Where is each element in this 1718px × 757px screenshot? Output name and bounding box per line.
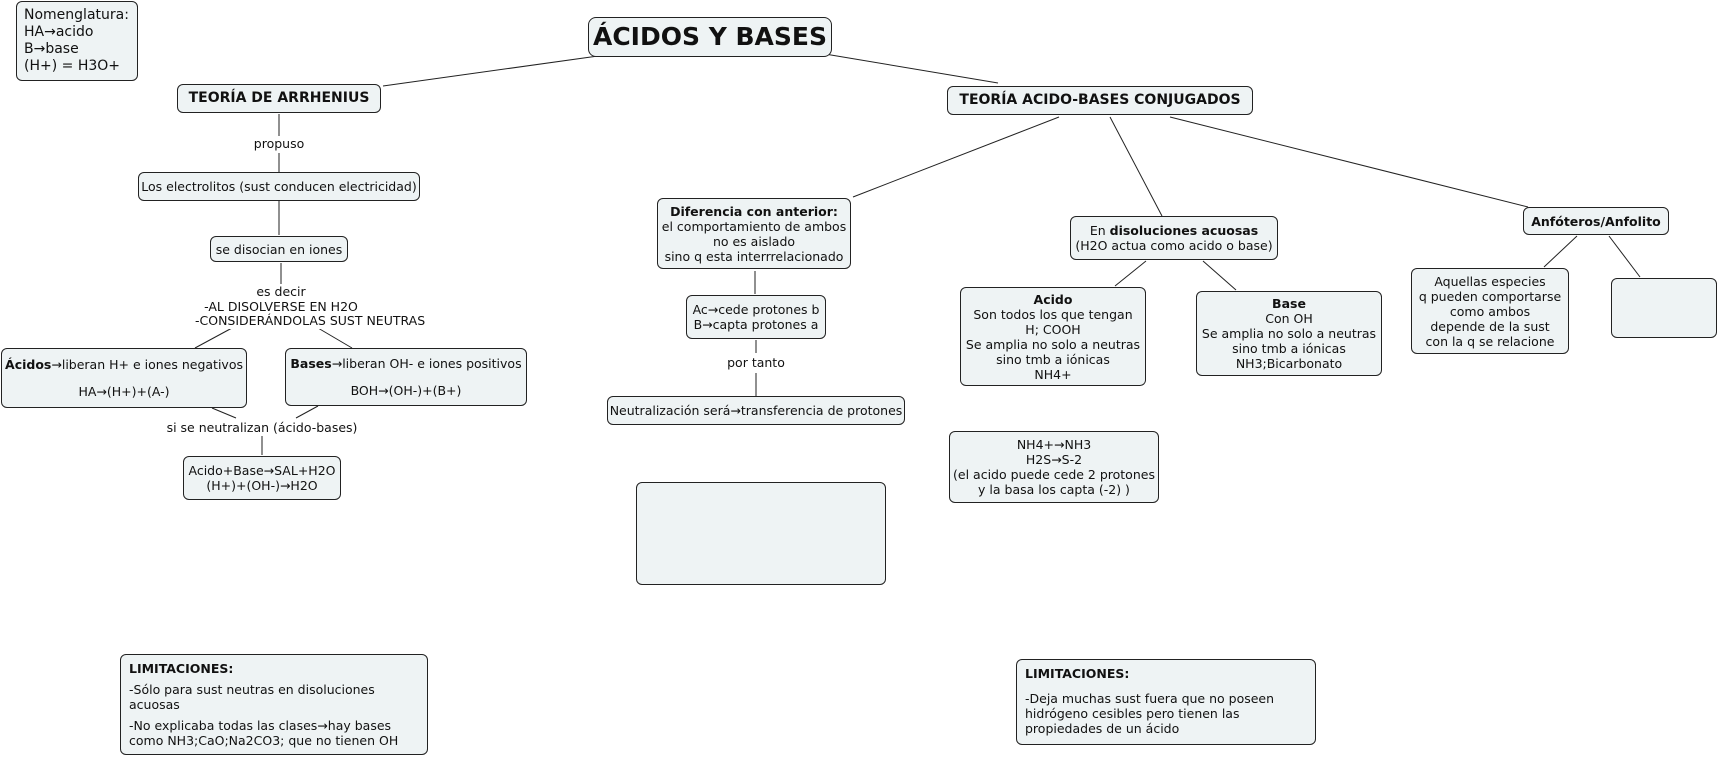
diferencia-node: Diferencia con anterior: el comportamien… bbox=[657, 198, 851, 269]
main-title-text: ÁCIDOS Y BASES bbox=[592, 22, 827, 51]
es-decir-line: es decir bbox=[256, 284, 306, 299]
limitacion-item: -No explicaba todas las clases→hay bases… bbox=[129, 718, 399, 748]
acido-heading: Acido bbox=[1033, 291, 1073, 307]
electrolitos-text: Los electrolitos (sust conducen electric… bbox=[141, 179, 417, 194]
bases-line: Bases→liberan OH- e iones positivos bbox=[290, 356, 521, 371]
base-node: Base Con OH Se amplia no solo a neutras … bbox=[1196, 291, 1382, 376]
reaccion-node: Acido+Base→SAL+H2O (H+)+(OH-)→H2O bbox=[183, 456, 341, 500]
ejemplos-node: NH4+→NH3 H2S→S-2 (el acido puede cede 2 … bbox=[949, 431, 1159, 503]
link-label-es-decir: es decir -AL DISOLVERSE EN H2O -CONSIDER… bbox=[195, 284, 426, 329]
acido-line: sino tmb a iónicas bbox=[996, 351, 1110, 367]
base-line: sino tmb a iónicas bbox=[1232, 341, 1346, 356]
ejemplo-line: NH4+→NH3 bbox=[1016, 437, 1092, 452]
limitaciones-heading: LIMITACIONES: bbox=[1025, 666, 1130, 681]
disoluciones-node: En disoluciones acuosas (H2O actua como … bbox=[1070, 216, 1278, 260]
anfoteros-desc-line: q pueden comportarse bbox=[1418, 288, 1562, 304]
bases-bold: Bases bbox=[290, 356, 332, 371]
anfoteros-desc-line: depende de la sust bbox=[1430, 318, 1550, 334]
nomenclature-title: Nomenglatura: bbox=[24, 7, 129, 23]
neutralizacion-node: Neutralización será→transferencia de pro… bbox=[607, 396, 905, 425]
anfoteros-desc-line: como ambos bbox=[1449, 303, 1531, 319]
bases-desc: →liberan OH- e iones positivos bbox=[331, 356, 522, 371]
acidos-desc: →liberan H+ e iones negativos bbox=[51, 357, 243, 372]
ejemplo-line: y la basa los capta (-2) ) bbox=[978, 482, 1130, 497]
arrhenius-limitaciones: LIMITACIONES: -Sólo para sust neutras en… bbox=[120, 654, 428, 755]
reaccion-line: Acido+Base→SAL+H2O bbox=[188, 463, 336, 478]
reaccion-line: (H+)+(OH-)→H2O bbox=[206, 478, 318, 493]
diferencia-bold: Diferencia con anterior: bbox=[670, 203, 838, 219]
disocian-node: se disocian en iones bbox=[210, 236, 348, 262]
bases-node: Bases→liberan OH- e iones positivos BOH→… bbox=[285, 348, 527, 406]
acido-line: NH4+ bbox=[1034, 366, 1072, 382]
link-label-neutralizan: si se neutralizan (ácido-bases) bbox=[166, 420, 358, 435]
neutralizacion-text: Neutralización será→transferencia de pro… bbox=[609, 403, 903, 418]
diferencia-line: sino q esta interrrelacionado bbox=[664, 248, 844, 264]
acidos-bold: Ácidos bbox=[5, 357, 52, 372]
conjugados-heading-text: TEORÍA ACIDO-BASES CONJUGADOS bbox=[959, 92, 1241, 108]
conjugados-limitaciones: LIMITACIONES: -Deja muchas sust fuera qu… bbox=[1016, 659, 1316, 745]
acidos-formula: HA→(H+)+(A-) bbox=[78, 384, 170, 399]
acido-line: Se amplia no solo a neutras bbox=[965, 336, 1141, 352]
disoluciones-line2: (H2O actua como acido o base) bbox=[1075, 238, 1273, 253]
conjugados-heading: TEORÍA ACIDO-BASES CONJUGADOS bbox=[947, 86, 1253, 115]
es-decir-line: -CONSIDERÁNDOLAS SUST NEUTRAS bbox=[195, 313, 426, 328]
nomenclature-line: HA→acido bbox=[24, 24, 94, 40]
base-line: NH3;Bicarbonato bbox=[1235, 356, 1343, 371]
ejemplo-line: (el acido puede cede 2 protones bbox=[953, 467, 1155, 482]
main-title: ÁCIDOS Y BASES bbox=[588, 17, 832, 57]
bases-formula: BOH→(OH-)+(B+) bbox=[350, 383, 462, 398]
link-label-por-tanto: por tanto bbox=[718, 355, 794, 370]
base-line: Con OH bbox=[1265, 311, 1313, 326]
es-decir-line: -AL DISOLVERSE EN H2O bbox=[204, 298, 358, 314]
acido-line: Son todos los que tengan bbox=[973, 306, 1133, 322]
nomenclature-line: B→base bbox=[24, 41, 79, 57]
nomenclature-box: Nomenglatura: HA→acido B→base (H+) = H3O… bbox=[16, 1, 138, 81]
arrhenius-heading: TEORÍA DE ARRHENIUS bbox=[177, 84, 381, 113]
anfoteros-node: Anfóteros/Anfolito bbox=[1523, 207, 1669, 235]
disocian-text: se disocian en iones bbox=[215, 241, 343, 257]
nomenclature-line: (H+) = H3O+ bbox=[24, 58, 120, 74]
disoluciones-line: En disoluciones acuosas bbox=[1090, 223, 1258, 238]
acido-node: Acido Son todos los que tengan H; COOH S… bbox=[960, 287, 1146, 386]
cede-line: Ac→cede protones b bbox=[692, 302, 820, 317]
anfoteros-desc-node: Aquellas especies q pueden comportarse c… bbox=[1411, 268, 1569, 354]
base-heading: Base bbox=[1272, 296, 1306, 311]
arrhenius-heading-text: TEORÍA DE ARRHENIUS bbox=[188, 90, 370, 106]
electrolitos-node: Los electrolitos (sust conducen electric… bbox=[138, 172, 420, 201]
acidos-node: Ácidos→liberan H+ e iones negativos HA→(… bbox=[1, 348, 247, 408]
cede-line: B→capta protones a bbox=[693, 317, 819, 332]
anfoteros-desc-line: con la q se relacione bbox=[1425, 333, 1555, 349]
limitacion-item: -Deja muchas sust fuera que no poseen hi… bbox=[1025, 691, 1275, 736]
acido-line: H; COOH bbox=[1025, 321, 1081, 337]
anfoteros-text: Anfóteros/Anfolito bbox=[1531, 213, 1661, 229]
disoluciones-pre: En bbox=[1089, 223, 1110, 238]
acidos-line: Ácidos→liberan H+ e iones negativos bbox=[5, 357, 243, 372]
diferencia-line: no es aislado bbox=[712, 233, 796, 249]
disoluciones-bold: disoluciones acuosas bbox=[1109, 223, 1259, 238]
empty-node bbox=[1611, 278, 1717, 338]
cede-node: Ac→cede protones b B→capta protones a bbox=[686, 295, 826, 339]
diferencia-line: el comportamiento de ambos bbox=[661, 218, 847, 234]
limitaciones-heading: LIMITACIONES: bbox=[129, 661, 234, 676]
limitacion-item: -Sólo para sust neutras en disoluciones … bbox=[129, 682, 375, 712]
empty-node bbox=[636, 482, 886, 585]
base-line: Se amplia no solo a neutras bbox=[1201, 326, 1377, 341]
anfoteros-desc-line: Aquellas especies bbox=[1434, 273, 1546, 289]
link-label-propuso: propuso bbox=[250, 136, 308, 151]
ejemplo-line: H2S→S-2 bbox=[1025, 452, 1083, 467]
